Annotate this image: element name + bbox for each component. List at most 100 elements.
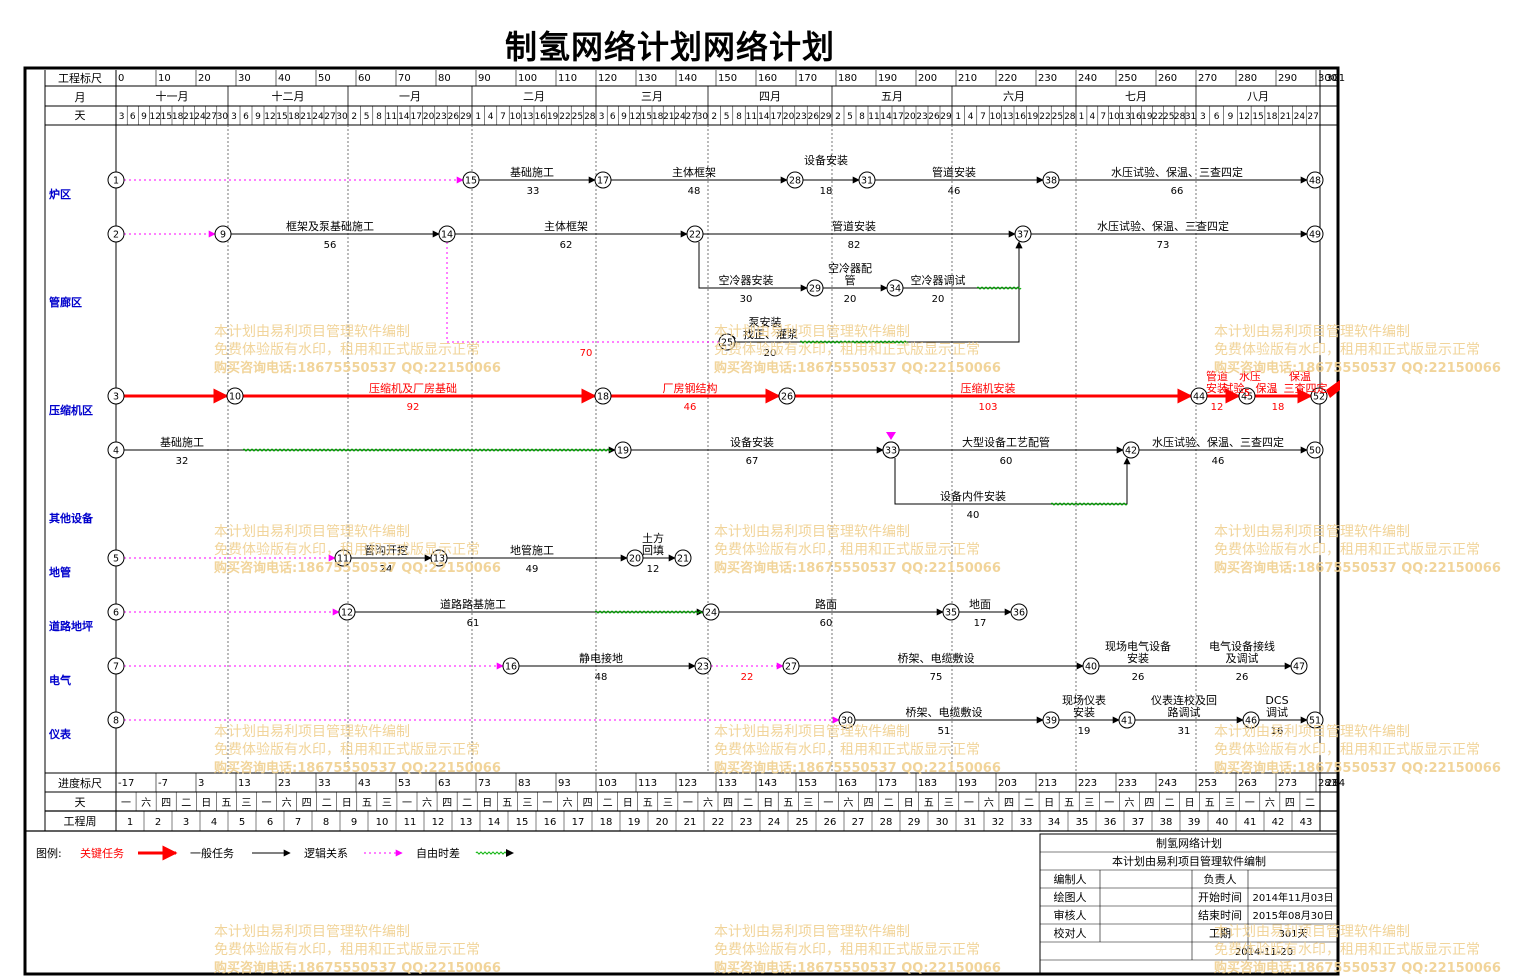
node-41[interactable]: 41 [1118, 711, 1136, 729]
node-35[interactable]: 35 [942, 603, 960, 621]
month-label: 七月 [1125, 90, 1147, 103]
section-label: 道路地坪 [49, 619, 93, 633]
week-label: 13 [460, 817, 473, 828]
weekday-label: 五 [221, 798, 231, 809]
node-46[interactable]: 46 [1242, 711, 1260, 729]
node-48[interactable]: 48 [1306, 171, 1324, 189]
weekday-label: 二 [1024, 798, 1034, 809]
day-label: 17 [770, 112, 781, 122]
float-wave [976, 286, 1022, 290]
week-label: 26 [824, 817, 837, 828]
scale-label: 90 [478, 73, 491, 84]
node-50[interactable]: 50 [1306, 441, 1324, 459]
task-duration: 17 [974, 618, 987, 629]
svg-text:本计划由易利项目管理软件编制: 本计划由易利项目管理软件编制 [1214, 324, 1410, 340]
node-33[interactable]: 33 [882, 441, 900, 459]
node-6[interactable]: 6 [107, 603, 125, 621]
node-5[interactable]: 5 [107, 549, 125, 567]
node-11[interactable]: 11 [334, 549, 352, 567]
node-1[interactable]: 1 [107, 171, 125, 189]
node-34[interactable]: 34 [886, 279, 904, 297]
node-31[interactable]: 31 [858, 171, 876, 189]
day-label: 1 [1079, 112, 1085, 122]
task-label: 压缩机及厂房基础 [369, 381, 457, 395]
info-plan-name: 制氢网络计划 [1156, 836, 1222, 850]
node-37[interactable]: 37 [1014, 225, 1032, 243]
info-end: 2015年08月30日 [1253, 909, 1334, 922]
bend-path [894, 457, 1131, 505]
day-label: 17 [892, 112, 903, 122]
node-12[interactable]: 12 [338, 603, 356, 621]
node-49[interactable]: 49 [1306, 225, 1324, 243]
node-30[interactable]: 30 [838, 711, 856, 729]
weekday-label: 二 [462, 798, 472, 809]
node-2[interactable]: 2 [107, 225, 125, 243]
node-36[interactable]: 36 [1010, 603, 1028, 621]
node-19[interactable]: 19 [614, 441, 632, 459]
day-label: 31 [1185, 112, 1196, 122]
day-label: 6 [130, 112, 136, 122]
task-duration: 26 [1236, 672, 1249, 683]
node-10[interactable]: 10 [226, 387, 244, 405]
scale-label: 30 [238, 73, 251, 84]
day-label: 5 [364, 112, 370, 122]
week-label: 25 [796, 817, 809, 828]
scale-label: 280 [1238, 73, 1257, 84]
task-duration: 46 [1212, 456, 1225, 467]
node-25[interactable]: 25 [718, 333, 736, 351]
legend-label: 图例: [36, 846, 62, 860]
svg-text:水压试验、保温、三查四定: 水压试验、保温、三查四定 [1097, 219, 1229, 233]
weekday-label: 四 [1144, 798, 1154, 809]
svg-text:免费体验版有水印，租用和正式版显示正常: 免费体验版有水印，租用和正式版显示正常 [1214, 742, 1480, 758]
node-3[interactable]: 3 [107, 387, 125, 405]
node-27[interactable]: 27 [782, 657, 800, 675]
node-16[interactable]: 16 [502, 657, 520, 675]
progress-label: 3 [198, 778, 204, 789]
node-38[interactable]: 38 [1042, 171, 1060, 189]
svg-text:购买咨询电话:18675550537 QQ:22150066: 购买咨询电话:18675550537 QQ:22150066 [1214, 760, 1501, 776]
node-29[interactable]: 29 [806, 279, 824, 297]
node-28[interactable]: 28 [786, 171, 804, 189]
day-label: 20 [904, 112, 916, 122]
task-label: 水压试验、保温、三查四定 [1111, 165, 1243, 179]
node-20[interactable]: 20 [626, 549, 644, 567]
weekday-label: 四 [1285, 798, 1295, 809]
node-13[interactable]: 13 [430, 549, 448, 567]
node-40[interactable]: 40 [1082, 657, 1100, 675]
node-17[interactable]: 17 [594, 171, 612, 189]
node-18[interactable]: 18 [594, 387, 612, 405]
node-39[interactable]: 39 [1042, 711, 1060, 729]
day-label: 13 [522, 112, 533, 122]
node-4[interactable]: 4 [107, 441, 125, 459]
node-47[interactable]: 47 [1290, 657, 1308, 675]
task-label: 水压试验、保温 [1223, 370, 1278, 395]
scale-label: 140 [678, 73, 697, 84]
day-label: 18 [172, 112, 184, 122]
node-23[interactable]: 23 [694, 657, 712, 675]
node-42[interactable]: 42 [1122, 441, 1140, 459]
svg-text:本计划由易利项目管理软件编制: 本计划由易利项目管理软件编制 [214, 524, 410, 540]
node-15[interactable]: 15 [462, 171, 480, 189]
node-26[interactable]: 26 [778, 387, 796, 405]
node-44[interactable]: 44 [1190, 387, 1208, 405]
node-52[interactable]: 52 [1310, 387, 1328, 405]
info-label: 审核人 [1054, 908, 1087, 922]
node-9[interactable]: 9 [214, 225, 232, 243]
node-22[interactable]: 22 [686, 225, 704, 243]
svg-text:本计划由易利项目管理软件编制: 本计划由易利项目管理软件编制 [214, 324, 410, 340]
node-21[interactable]: 21 [674, 549, 692, 567]
node-7[interactable]: 7 [107, 657, 125, 675]
node-45[interactable]: 45 [1238, 387, 1256, 405]
weekday-label: 六 [984, 797, 994, 809]
node-51[interactable]: 51 [1306, 711, 1324, 729]
node-24[interactable]: 24 [702, 603, 720, 621]
node-14[interactable]: 14 [438, 225, 456, 243]
node-8[interactable]: 8 [107, 711, 125, 729]
task-label: 空冷器安装 [719, 273, 774, 287]
day-label: 19 [1141, 112, 1153, 122]
progress-label: 43 [358, 778, 371, 789]
progress-label: 123 [678, 778, 697, 789]
day-label: 4 [968, 112, 974, 122]
